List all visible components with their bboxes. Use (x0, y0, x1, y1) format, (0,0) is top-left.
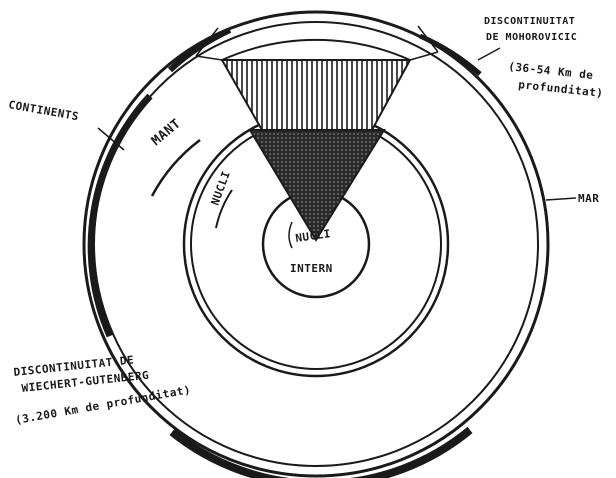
moho-label-line1: DISCONTINUITAT (484, 16, 575, 27)
moho-label-line2: DE MOHOROVICIC (486, 32, 577, 43)
mant-label: MANT (149, 116, 184, 149)
nucli-intern-line1: NUCLI (295, 227, 332, 245)
continents-label: CONTINENTS (7, 98, 79, 123)
moho-leader (478, 48, 500, 60)
mantle-wedge (196, 26, 438, 130)
mar-label: MAR (578, 192, 599, 205)
mar-leader (546, 198, 576, 200)
inner-core-bracket (289, 222, 292, 248)
nucli-intern-line2: INTERN (290, 262, 333, 275)
